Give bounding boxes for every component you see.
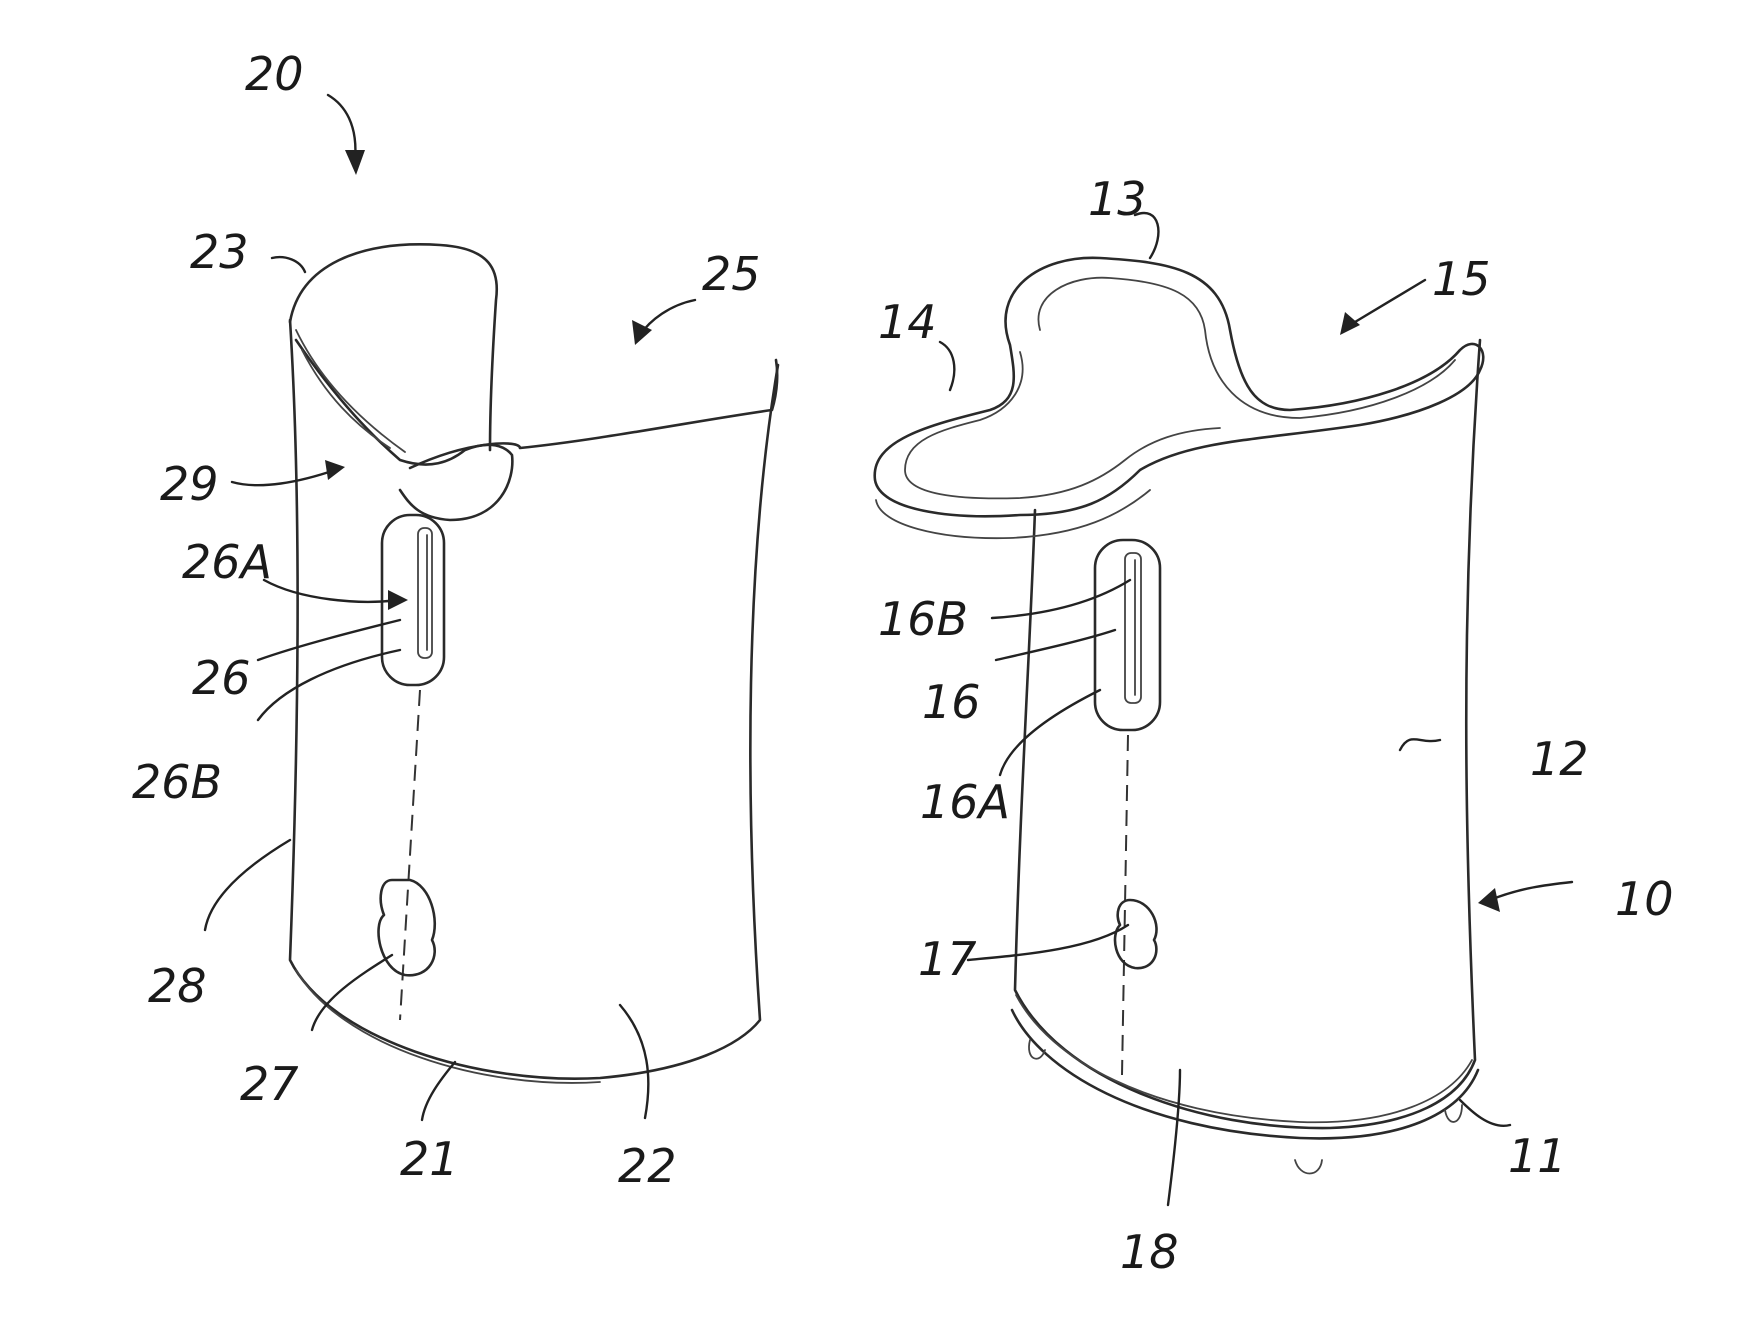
right-base-ring-inner — [1016, 995, 1472, 1122]
leader-16A — [1000, 690, 1100, 775]
leader-12 — [1400, 739, 1440, 750]
label-11: 11 — [1508, 1129, 1567, 1183]
right-slot-opening — [1125, 553, 1141, 703]
left-dashed-axis — [400, 690, 420, 1020]
left-body-outline — [290, 320, 778, 1079]
leader-10 — [1490, 882, 1572, 900]
label-23: 23 — [190, 225, 249, 279]
arrowhead-26A — [388, 590, 408, 610]
leader-16B — [992, 580, 1130, 618]
left-labels: 20 23 25 29 26A 26 26B 28 27 21 22 — [132, 47, 761, 1193]
left-bottom-edge — [296, 970, 600, 1083]
label-26B: 26B — [132, 755, 222, 809]
right-cap-inner-2 — [905, 352, 1220, 498]
label-26: 26 — [192, 651, 251, 705]
left-tab-inner-edge — [296, 330, 405, 452]
leader-14 — [940, 342, 954, 390]
label-21: 21 — [400, 1132, 459, 1186]
right-button — [1115, 900, 1157, 968]
label-15: 15 — [1432, 252, 1491, 306]
leader-23 — [272, 257, 305, 272]
label-26A: 26A — [182, 535, 272, 589]
leader-26A — [264, 580, 398, 602]
leader-16 — [996, 630, 1115, 660]
label-12: 12 — [1530, 732, 1589, 786]
label-29: 29 — [160, 457, 219, 511]
right-dashed-axis — [1122, 735, 1128, 1075]
arrowhead-10 — [1478, 888, 1500, 912]
right-labels: 13 15 14 16B 16 16A 12 10 17 11 18 — [878, 172, 1674, 1279]
arrowhead-15 — [1340, 312, 1360, 335]
label-14: 14 — [878, 295, 937, 349]
leader-29 — [232, 470, 335, 485]
label-16B: 16B — [878, 592, 968, 646]
left-tab-front-curve — [296, 340, 512, 520]
label-25: 25 — [702, 247, 761, 301]
label-20: 20 — [245, 47, 304, 101]
leader-27 — [312, 955, 392, 1030]
left-device — [290, 244, 778, 1083]
left-slot-opening — [418, 528, 432, 658]
label-13: 13 — [1088, 172, 1147, 226]
label-16: 16 — [922, 675, 981, 729]
left-raised-tab — [290, 244, 497, 450]
label-17: 17 — [918, 932, 977, 986]
label-22: 22 — [618, 1139, 677, 1193]
arrowhead-29 — [325, 460, 345, 480]
leader-17 — [968, 925, 1128, 960]
leader-28 — [205, 840, 290, 930]
leader-18 — [1168, 1070, 1180, 1205]
right-cap-band — [876, 490, 1150, 538]
label-16A: 16A — [920, 775, 1010, 829]
label-10: 10 — [1615, 872, 1674, 926]
left-top-rim — [410, 360, 777, 468]
right-base-ring — [1012, 1010, 1478, 1138]
left-leaders — [205, 95, 695, 1120]
leader-15 — [1350, 280, 1425, 325]
label-27: 27 — [240, 1057, 299, 1111]
leader-22 — [620, 1005, 648, 1118]
label-28: 28 — [148, 959, 207, 1013]
right-body-outline — [1015, 340, 1480, 1128]
right-foot-2 — [1295, 1160, 1322, 1174]
right-cap-outer — [875, 258, 1484, 516]
arrowhead-20 — [345, 150, 365, 175]
leader-26B — [258, 650, 400, 720]
label-18: 18 — [1120, 1225, 1179, 1279]
leader-11 — [1460, 1100, 1510, 1126]
leader-21 — [422, 1062, 455, 1120]
